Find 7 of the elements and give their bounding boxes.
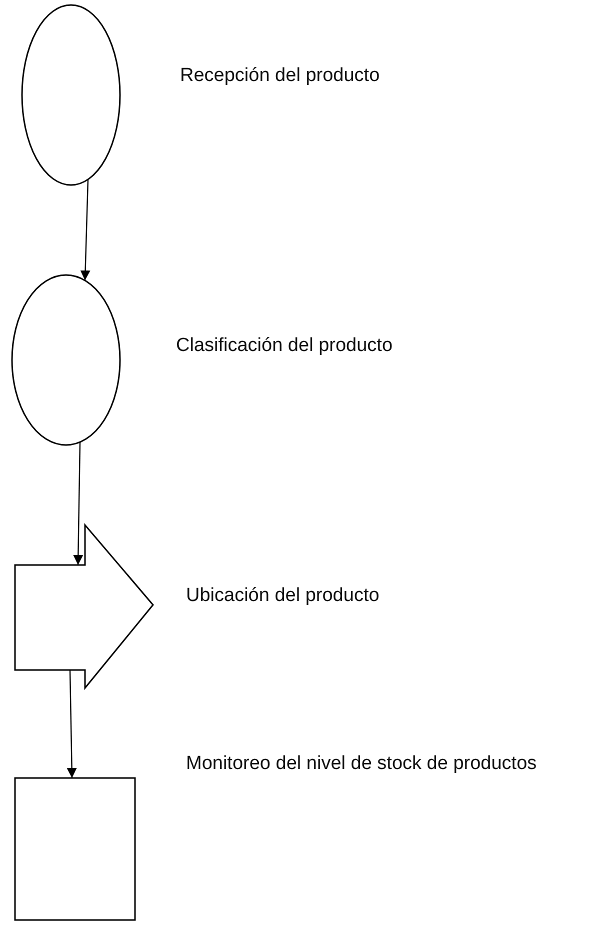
step-label: Ubicación del producto xyxy=(186,584,380,608)
step-label: Recepción del producto xyxy=(180,64,381,88)
arrow xyxy=(80,179,90,280)
step-label: Monitoreo del nivel de stock de productos xyxy=(186,752,538,776)
arrow xyxy=(66,670,77,778)
step-label: Clasificación del producto xyxy=(176,334,394,358)
arrow xyxy=(73,442,84,565)
